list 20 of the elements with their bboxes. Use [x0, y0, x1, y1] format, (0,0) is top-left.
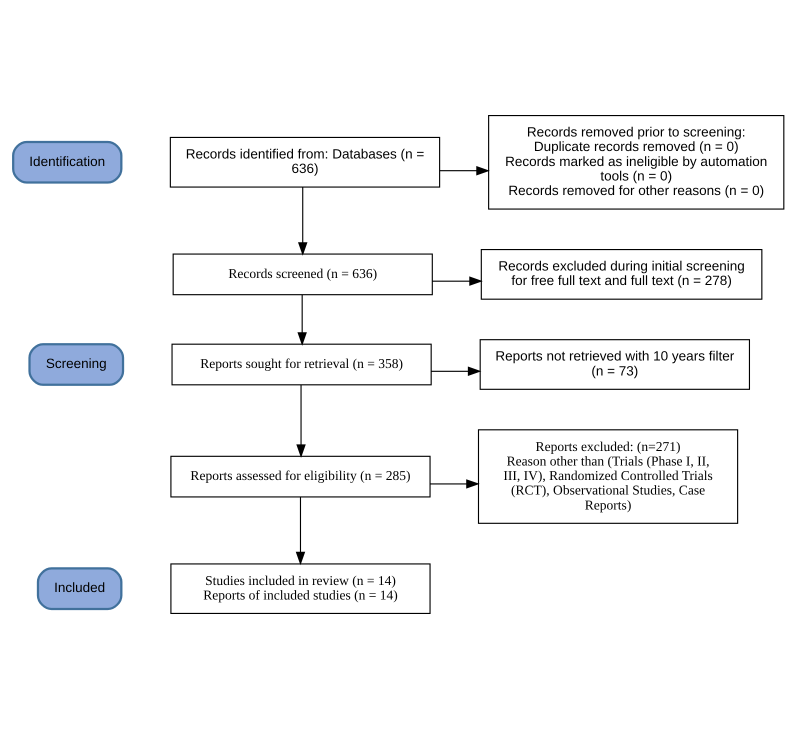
- arrow: [440, 166, 490, 176]
- arrow: [296, 385, 306, 458]
- arrow: [298, 187, 308, 256]
- arrow: [296, 497, 306, 566]
- node-box: Records excluded during initial screening for free full text and full text (n = 278): [480, 249, 762, 300]
- arrow: [430, 479, 480, 489]
- node-box: Records screened (n = 636): [172, 254, 433, 296]
- node-box: Screening: [28, 343, 124, 386]
- node-box: Included: [36, 567, 122, 610]
- arrow: [297, 294, 307, 346]
- arrow: [431, 366, 482, 376]
- node-box: Records removed prior to screening: Duplicate records removed (n = 0) Records marked as ineligible by automation tools (n = 0) Records removed for other reasons (n = 0): [488, 114, 784, 210]
- node-box: Reports excluded: (n=271) Reason other than (Trials (Phase I, II, III, IV), Randomized Controlled Trials (RCT), Observational Studies, Case Reports): [478, 429, 738, 524]
- arrow: [432, 276, 483, 286]
- node-box: Identification: [12, 140, 122, 184]
- node-box: Studies included in review (n = 14) Reports of included studies (n = 14): [170, 563, 431, 614]
- node-box: Reports not retrieved with 10 years filter (n = 73): [480, 339, 750, 390]
- node-box: Reports sought for retrieval (n = 358): [171, 344, 432, 386]
- node-box: Records identified from: Databases (n = 636): [170, 136, 440, 188]
- node-box: Reports assessed for eligibility (n = 285): [170, 456, 431, 498]
